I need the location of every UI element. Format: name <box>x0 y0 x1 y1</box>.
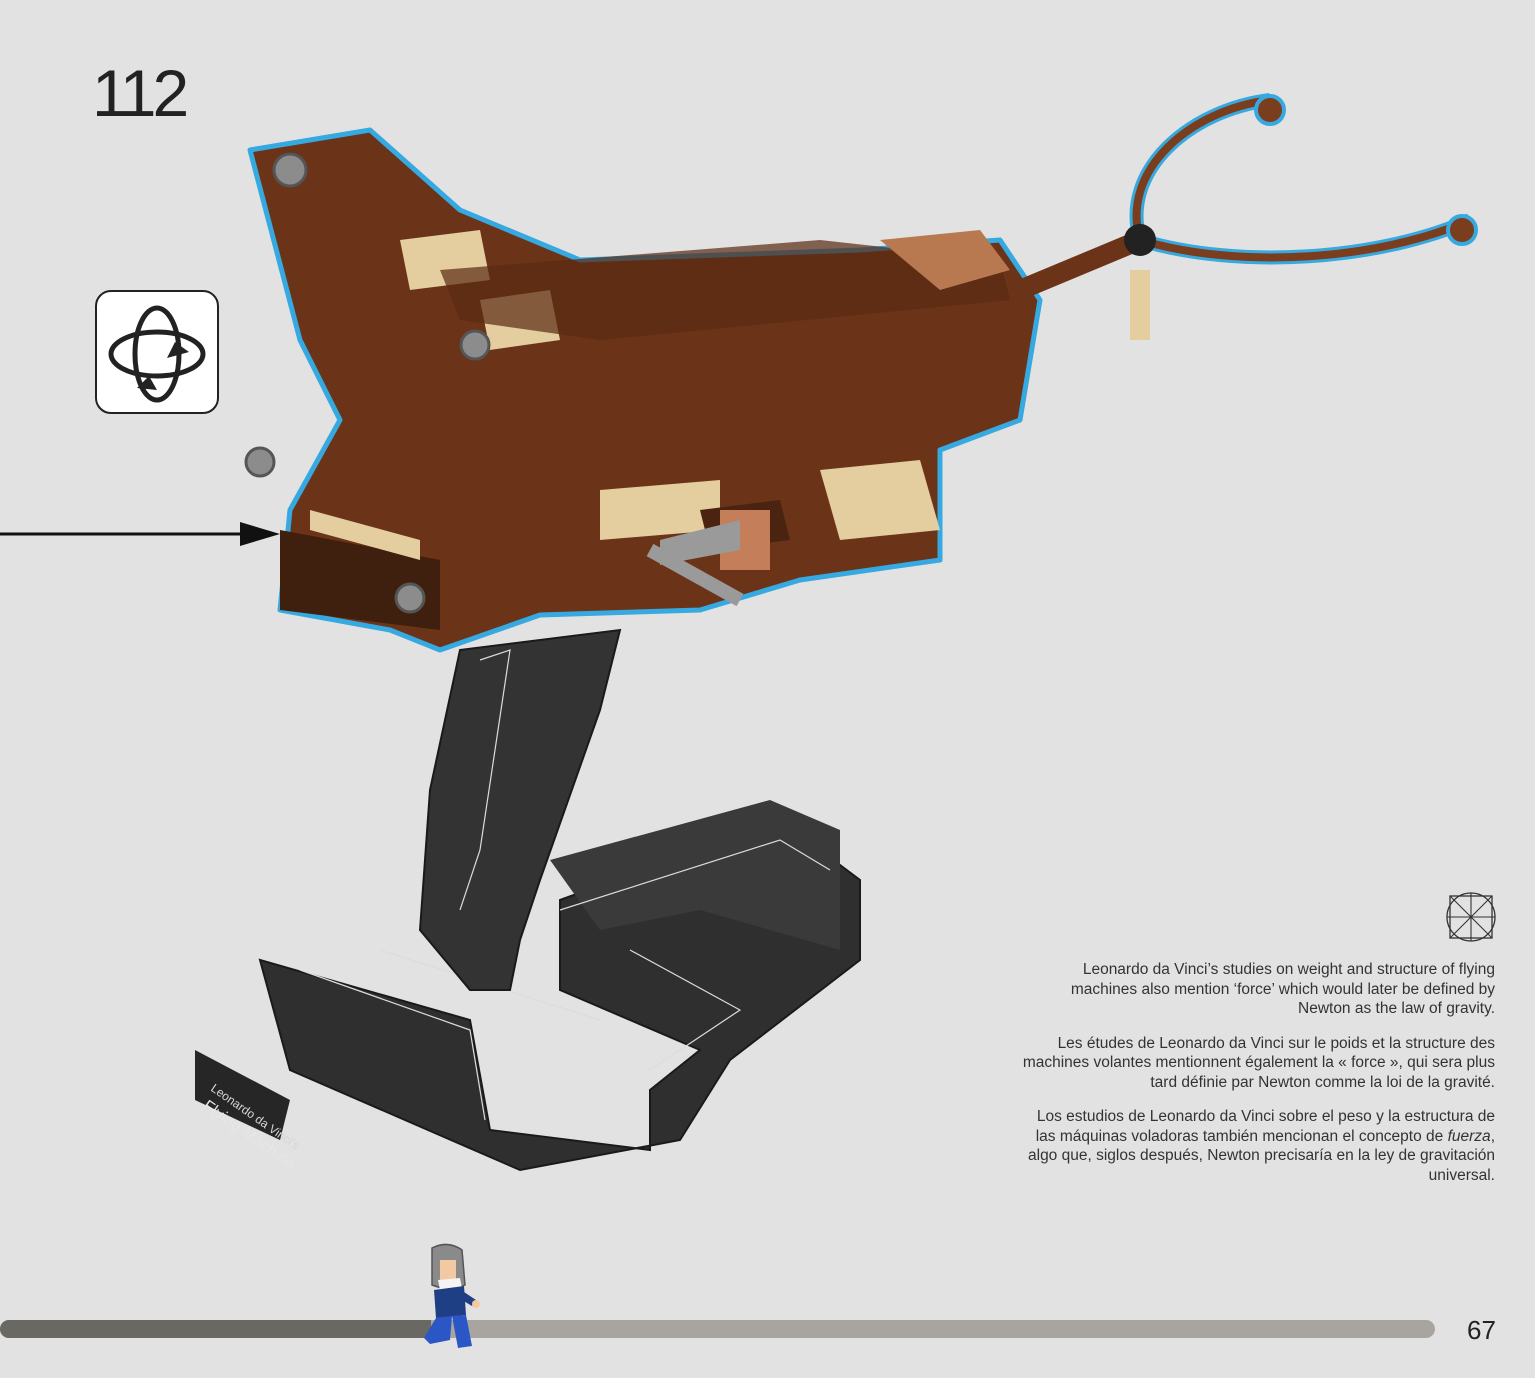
fact-spanish-emphasis: fuerza <box>1447 1127 1491 1145</box>
fact-spanish-part2: , algo que, siglos después, Newton preci… <box>1028 1127 1495 1184</box>
fact-french: Les études de Leonardo da Vinci sur le p… <box>1022 1034 1495 1091</box>
page-number: 67 <box>1467 1315 1496 1345</box>
flying-machine-model: Leonardo da Vinci's Flying Machine <box>195 93 1478 1173</box>
tail-assembly <box>1016 93 1478 340</box>
fact-text-block: Leonardo da Vinci’s studies on weight an… <box>1015 960 1495 1200</box>
machine-body <box>244 127 1043 653</box>
fact-spanish-part1: Los estudios de Leonardo da Vinci sobre … <box>1035 1108 1495 1145</box>
display-stand: Leonardo da Vinci's Flying Machine <box>195 628 861 1173</box>
progress-fill <box>0 1320 431 1338</box>
arrow-right-icon <box>0 522 280 546</box>
rotate-model-callout <box>95 290 219 414</box>
fact-spanish: Los estudios de Leonardo da Vinci sobre … <box>1015 1107 1495 1185</box>
fact-english: Leonardo da Vinci’s studies on weight an… <box>1070 961 1495 1017</box>
step-number: 112 <box>92 56 189 130</box>
vitruvian-circle-icon <box>1446 892 1496 942</box>
build-progress-bar <box>0 1320 1435 1338</box>
leonardo-minifigure-icon <box>424 1243 480 1348</box>
rotate-model-icon <box>108 305 206 403</box>
